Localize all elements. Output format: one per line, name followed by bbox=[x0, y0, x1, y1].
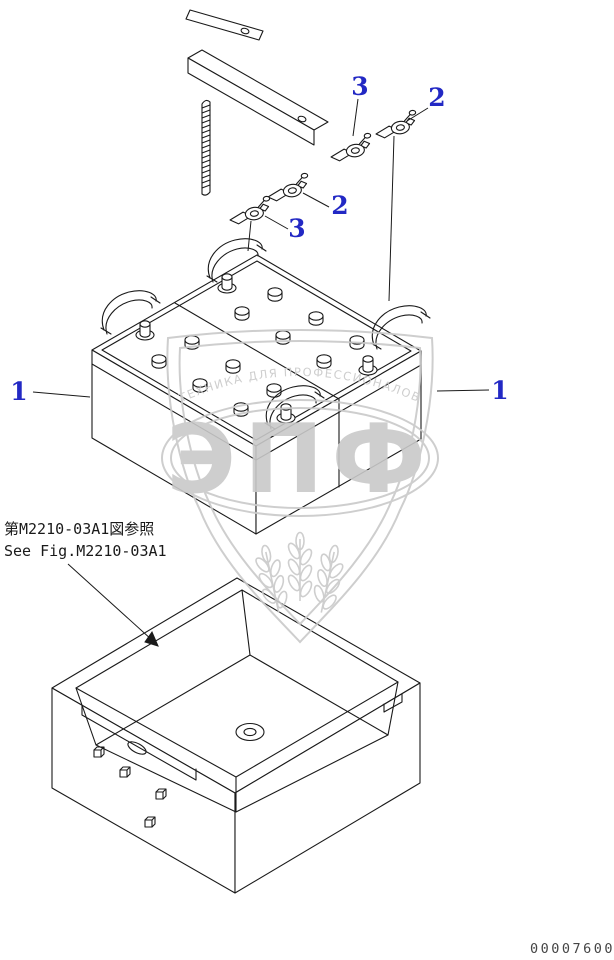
threaded-rod bbox=[201, 99, 211, 196]
leader-line bbox=[247, 220, 252, 252]
leader-line bbox=[352, 98, 359, 137]
terminal-clamp bbox=[264, 172, 312, 203]
battery-lid-inset bbox=[101, 260, 412, 441]
terminal-clamp bbox=[226, 195, 274, 226]
reference-arrow-head bbox=[144, 630, 159, 647]
box-handle-slot bbox=[127, 741, 147, 755]
leader-line bbox=[436, 389, 490, 392]
callout-3-upper: 3 bbox=[351, 72, 368, 101]
callout-1-right: 1 bbox=[491, 376, 508, 405]
leader-lines bbox=[32, 98, 490, 647]
callout-labels: 3 2 2 3 1 1 bbox=[10, 72, 508, 406]
box-right-face bbox=[234, 682, 421, 894]
leader-line bbox=[406, 107, 429, 122]
box-drain-hole bbox=[235, 722, 265, 742]
box-rim-notch-right bbox=[383, 693, 403, 713]
reference-note-line2: See Fig.M2210-03A1 bbox=[4, 542, 167, 560]
leader-line bbox=[264, 215, 289, 230]
box-drain-hole-inner bbox=[243, 727, 257, 737]
terminal-clamp bbox=[372, 109, 420, 140]
watermark-brand-text: ЭПФ bbox=[166, 405, 433, 515]
terminal-clamp bbox=[327, 132, 375, 163]
leader-line bbox=[302, 192, 330, 208]
callout-3-lower: 3 bbox=[288, 214, 305, 243]
box-interior-edges bbox=[75, 589, 399, 813]
callout-2-upper: 2 bbox=[428, 83, 445, 112]
terminal-clamps bbox=[226, 109, 420, 226]
watermark-oval-inner bbox=[170, 407, 430, 509]
reference-note: 第M2210-03A1図参照 See Fig.M2210-03A1 bbox=[4, 520, 167, 560]
reference-arrow-line bbox=[67, 563, 153, 641]
battery-seam bbox=[174, 302, 340, 488]
battery-lid-line bbox=[91, 363, 422, 461]
leader-line bbox=[32, 391, 91, 398]
hold-down-angle bbox=[187, 49, 329, 146]
watermark-oval-outer bbox=[161, 399, 439, 517]
callout-1-left: 1 bbox=[10, 377, 27, 406]
part-number-text: 00007600 bbox=[530, 941, 614, 957]
battery-box bbox=[51, 577, 421, 894]
callout-2-lower: 2 bbox=[331, 191, 348, 220]
hold-down-strap bbox=[185, 9, 264, 41]
box-rim-notch-left bbox=[81, 704, 197, 781]
leader-line bbox=[388, 135, 395, 302]
reference-note-line1: 第M2210-03A1図参照 bbox=[4, 520, 154, 538]
